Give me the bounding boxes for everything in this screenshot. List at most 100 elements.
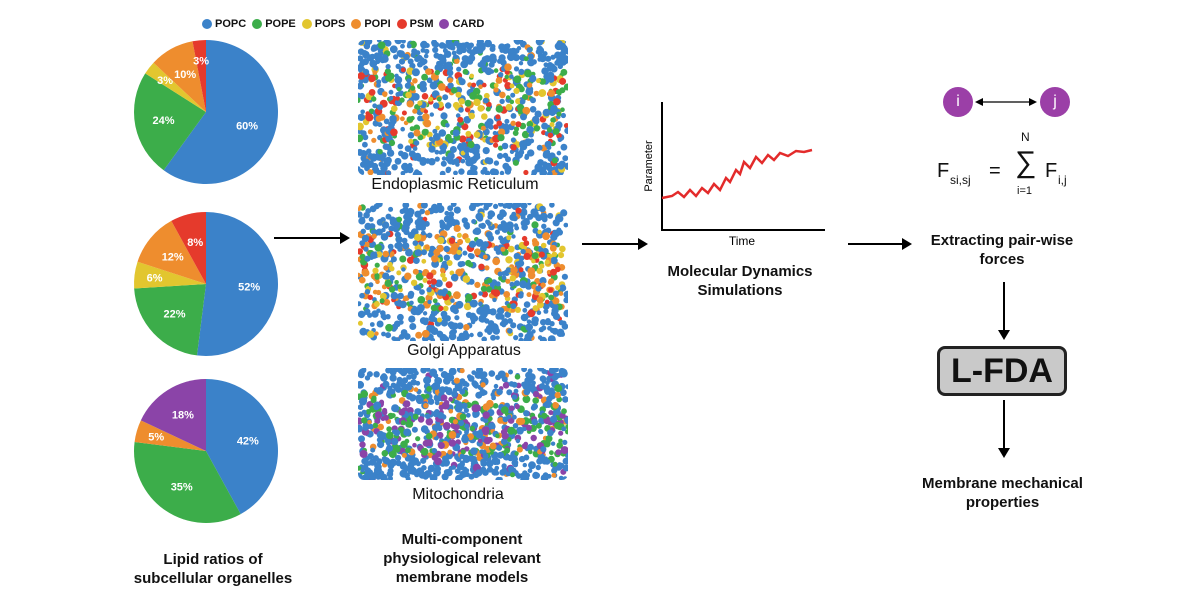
- lipid-atom: [534, 165, 542, 173]
- lipid-atom: [477, 438, 483, 444]
- lipid-atom: [525, 87, 534, 96]
- lipid-atom: [391, 438, 399, 446]
- lipid-atom: [560, 209, 568, 217]
- lipid-atom: [369, 223, 376, 229]
- lipid-atom: [387, 243, 394, 250]
- lipid-atom: [475, 368, 484, 374]
- lipid-atom: [551, 251, 558, 257]
- lipid-atom: [512, 456, 518, 462]
- lipid-atom: [440, 112, 448, 120]
- lipid-atom: [565, 429, 568, 435]
- lipid-atom: [552, 219, 560, 227]
- lipid-atom: [453, 424, 460, 431]
- lipid-atom: [510, 137, 516, 143]
- lipid-atom: [430, 304, 438, 312]
- lipid-atom: [401, 267, 406, 272]
- lipid-atom: [532, 227, 539, 234]
- lipid-atom: [358, 424, 363, 433]
- lipid-atom: [495, 335, 500, 340]
- lipid-atom: [552, 290, 560, 297]
- lipid-atom: [412, 268, 419, 275]
- lipid-atom: [484, 170, 491, 175]
- lipid-atom: [363, 43, 371, 50]
- lipid-atom: [459, 460, 465, 466]
- lipid-atom: [547, 171, 553, 175]
- lipid-atom: [493, 203, 499, 209]
- lipid-atom: [548, 287, 554, 293]
- lipid-atom: [368, 472, 377, 480]
- lipid-atom: [384, 279, 392, 287]
- lipid-atom: [404, 145, 412, 152]
- lipid-atom: [452, 54, 458, 60]
- lipid-atom: [555, 266, 561, 273]
- lipid-atom: [469, 92, 477, 100]
- lipid-atom: [445, 123, 450, 128]
- lipid-atom: [399, 255, 407, 263]
- node-i: i: [943, 87, 973, 117]
- lipid-atom: [446, 260, 453, 266]
- lipid-atom: [507, 465, 515, 473]
- lipid-atom: [370, 251, 378, 259]
- lipid-atom: [476, 46, 484, 54]
- lipid-atom: [536, 296, 544, 304]
- lipid-atom: [469, 332, 474, 338]
- lipid-atom: [461, 123, 469, 131]
- lipid-atom: [453, 158, 460, 165]
- pie-slice-popc: [196, 212, 279, 356]
- lipid-atom: [523, 56, 529, 62]
- lipid-atom: [467, 141, 475, 149]
- lipid-atom: [453, 40, 460, 47]
- lipid-atom: [430, 329, 436, 334]
- lipid-atom: [548, 294, 554, 301]
- lipid-atom: [462, 68, 469, 75]
- lipid-atom: [547, 132, 554, 138]
- lipid-atom: [426, 386, 432, 392]
- lipid-atom: [526, 424, 532, 431]
- lipid-atom: [502, 221, 508, 226]
- lipid-atom: [495, 476, 502, 480]
- lipid-atom: [376, 437, 383, 443]
- pie-slice-pope: [134, 441, 241, 523]
- lipid-atom: [374, 273, 380, 279]
- lipid-atom: [415, 331, 423, 339]
- lipid-atom: [560, 107, 565, 112]
- lipid-atom: [531, 418, 538, 426]
- lipid-atom: [438, 305, 444, 311]
- lipid-atom: [372, 289, 378, 295]
- legend-label: PSM: [409, 18, 434, 30]
- lipid-atom: [447, 157, 455, 165]
- lipid-atom: [492, 257, 501, 266]
- lipid-atom: [358, 435, 365, 443]
- lipid-atom: [512, 215, 518, 222]
- lipid-atom: [406, 78, 412, 84]
- lipid-atom: [493, 142, 499, 148]
- lipid-atom: [556, 150, 562, 156]
- lipid-atom: [409, 126, 415, 132]
- lipid-atom: [465, 311, 473, 318]
- lipid-atom: [449, 270, 455, 276]
- lipid-atom: [375, 152, 381, 158]
- lipid-atom: [420, 368, 427, 374]
- lipid-atom: [387, 72, 395, 80]
- lipid-atom: [518, 255, 525, 261]
- lipid-atom: [358, 204, 362, 211]
- lipid-atom: [527, 53, 534, 60]
- lipid-atom: [438, 386, 446, 394]
- lipid-atom: [536, 78, 541, 84]
- lipid-atom: [374, 244, 382, 252]
- lipid-atom: [462, 380, 468, 387]
- lipid-atom: [504, 165, 512, 173]
- lipid-atom: [502, 382, 510, 389]
- lipid-atom: [372, 267, 379, 274]
- lipid-atom: [402, 242, 410, 250]
- lipid-atom: [465, 293, 473, 302]
- lipid-atom: [401, 237, 408, 244]
- lipid-atom: [399, 97, 405, 103]
- lipid-atom: [495, 105, 504, 113]
- lipid-atom: [480, 169, 486, 175]
- lipid-atom: [510, 92, 516, 98]
- lipid-atom: [533, 246, 539, 251]
- lipid-atom: [364, 158, 370, 164]
- md-plot-ylabel: Parameter: [643, 140, 655, 192]
- lipid-atom: [468, 454, 475, 462]
